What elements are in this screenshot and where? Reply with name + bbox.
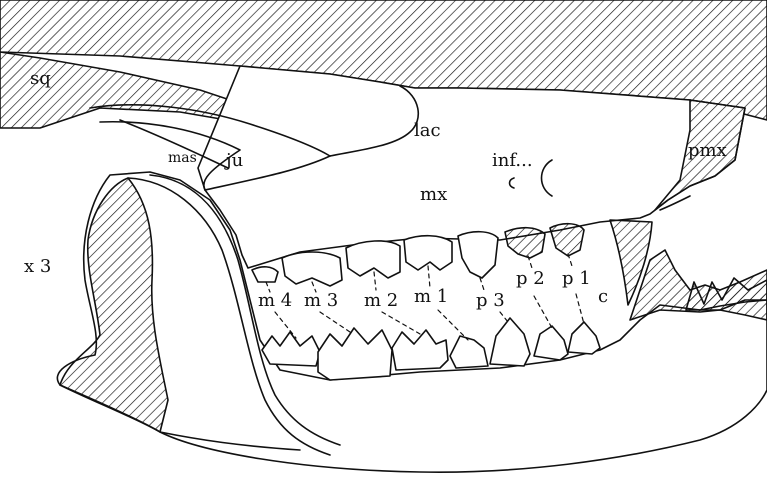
- label-sq: sq: [30, 68, 51, 89]
- leader-m3-lower: [320, 312, 350, 332]
- leader-m1-lower: [438, 310, 468, 340]
- label-m3: m 3: [304, 290, 338, 311]
- lower-p3: [490, 318, 530, 366]
- lower-m2: [392, 330, 448, 370]
- upper-m1: [404, 236, 452, 270]
- upper-p2: [505, 228, 545, 258]
- leader-p3-upper: [480, 278, 484, 290]
- leader-p1-lower: [576, 294, 584, 324]
- label-m4: m 4: [258, 290, 292, 311]
- label-mas: mas: [168, 150, 197, 166]
- label-lac: lac: [414, 120, 441, 141]
- label-ju: ju: [224, 150, 243, 171]
- leader-p3-lower: [500, 312, 508, 322]
- lower-m3: [318, 328, 392, 380]
- label-scale: x 3: [24, 256, 51, 277]
- label-inf: inf...: [492, 150, 533, 171]
- label-m1: m 1: [414, 286, 448, 307]
- label-m2: m 2: [364, 290, 398, 311]
- leader-m4-lower: [275, 312, 296, 338]
- upper-m3: [282, 252, 342, 286]
- lower-p2: [534, 326, 568, 360]
- lower-m4: [262, 332, 320, 366]
- label-pmx: pmx: [688, 140, 727, 161]
- upper-m2: [346, 241, 400, 278]
- label-p2: p 2: [516, 268, 545, 289]
- leader-m1-upper: [428, 266, 430, 288]
- upper-p3: [458, 232, 498, 278]
- lower-p1: [568, 322, 600, 354]
- label-p3: p 3: [476, 290, 505, 311]
- upper-p1: [550, 224, 584, 256]
- leader-p2-lower: [534, 296, 552, 328]
- lower-m1: [450, 336, 488, 368]
- label-c: c: [598, 286, 608, 307]
- leader-m2-lower: [382, 312, 420, 334]
- label-p1: p 1: [562, 268, 591, 289]
- leader-m2-upper: [374, 272, 376, 290]
- upper-m4: [252, 267, 278, 282]
- label-mx: mx: [420, 184, 447, 205]
